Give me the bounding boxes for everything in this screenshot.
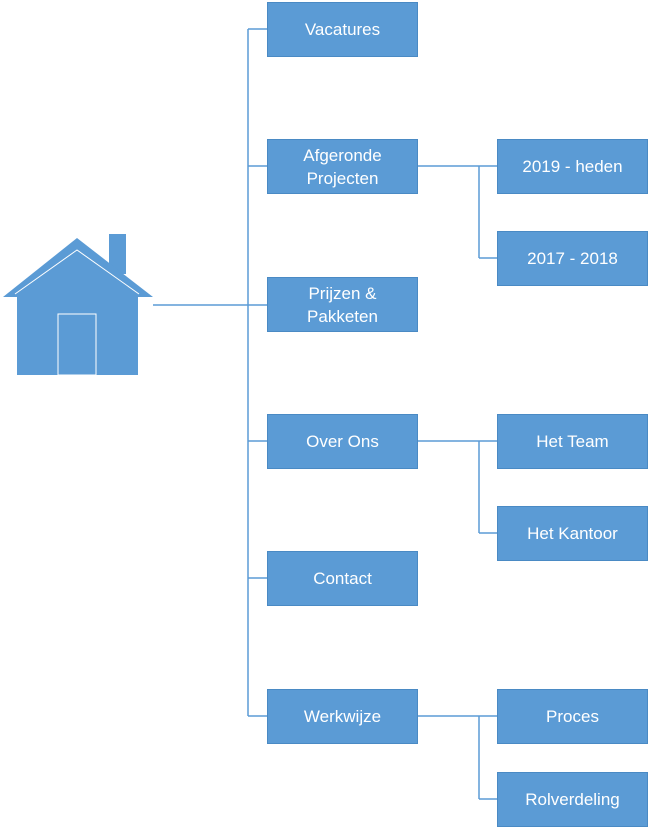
node-het-kantoor[interactable]: Het Kantoor [497,506,648,561]
node-over-ons[interactable]: Over Ons [267,414,418,469]
node-prijzen-pakketen[interactable]: Prijzen & Pakketen [267,277,418,332]
node-contact[interactable]: Contact [267,551,418,606]
node-proces[interactable]: Proces [497,689,648,744]
node-het-team[interactable]: Het Team [497,414,648,469]
node-rolverdeling[interactable]: Rolverdeling [497,772,648,827]
node-afgeronde-projecten[interactable]: Afgeronde Projecten [267,139,418,194]
node-vacatures[interactable]: Vacatures [267,2,418,57]
node-2019-heden[interactable]: 2019 - heden [497,139,648,194]
node-werkwijze[interactable]: Werkwijze [267,689,418,744]
node-2017-2018[interactable]: 2017 - 2018 [497,231,648,286]
